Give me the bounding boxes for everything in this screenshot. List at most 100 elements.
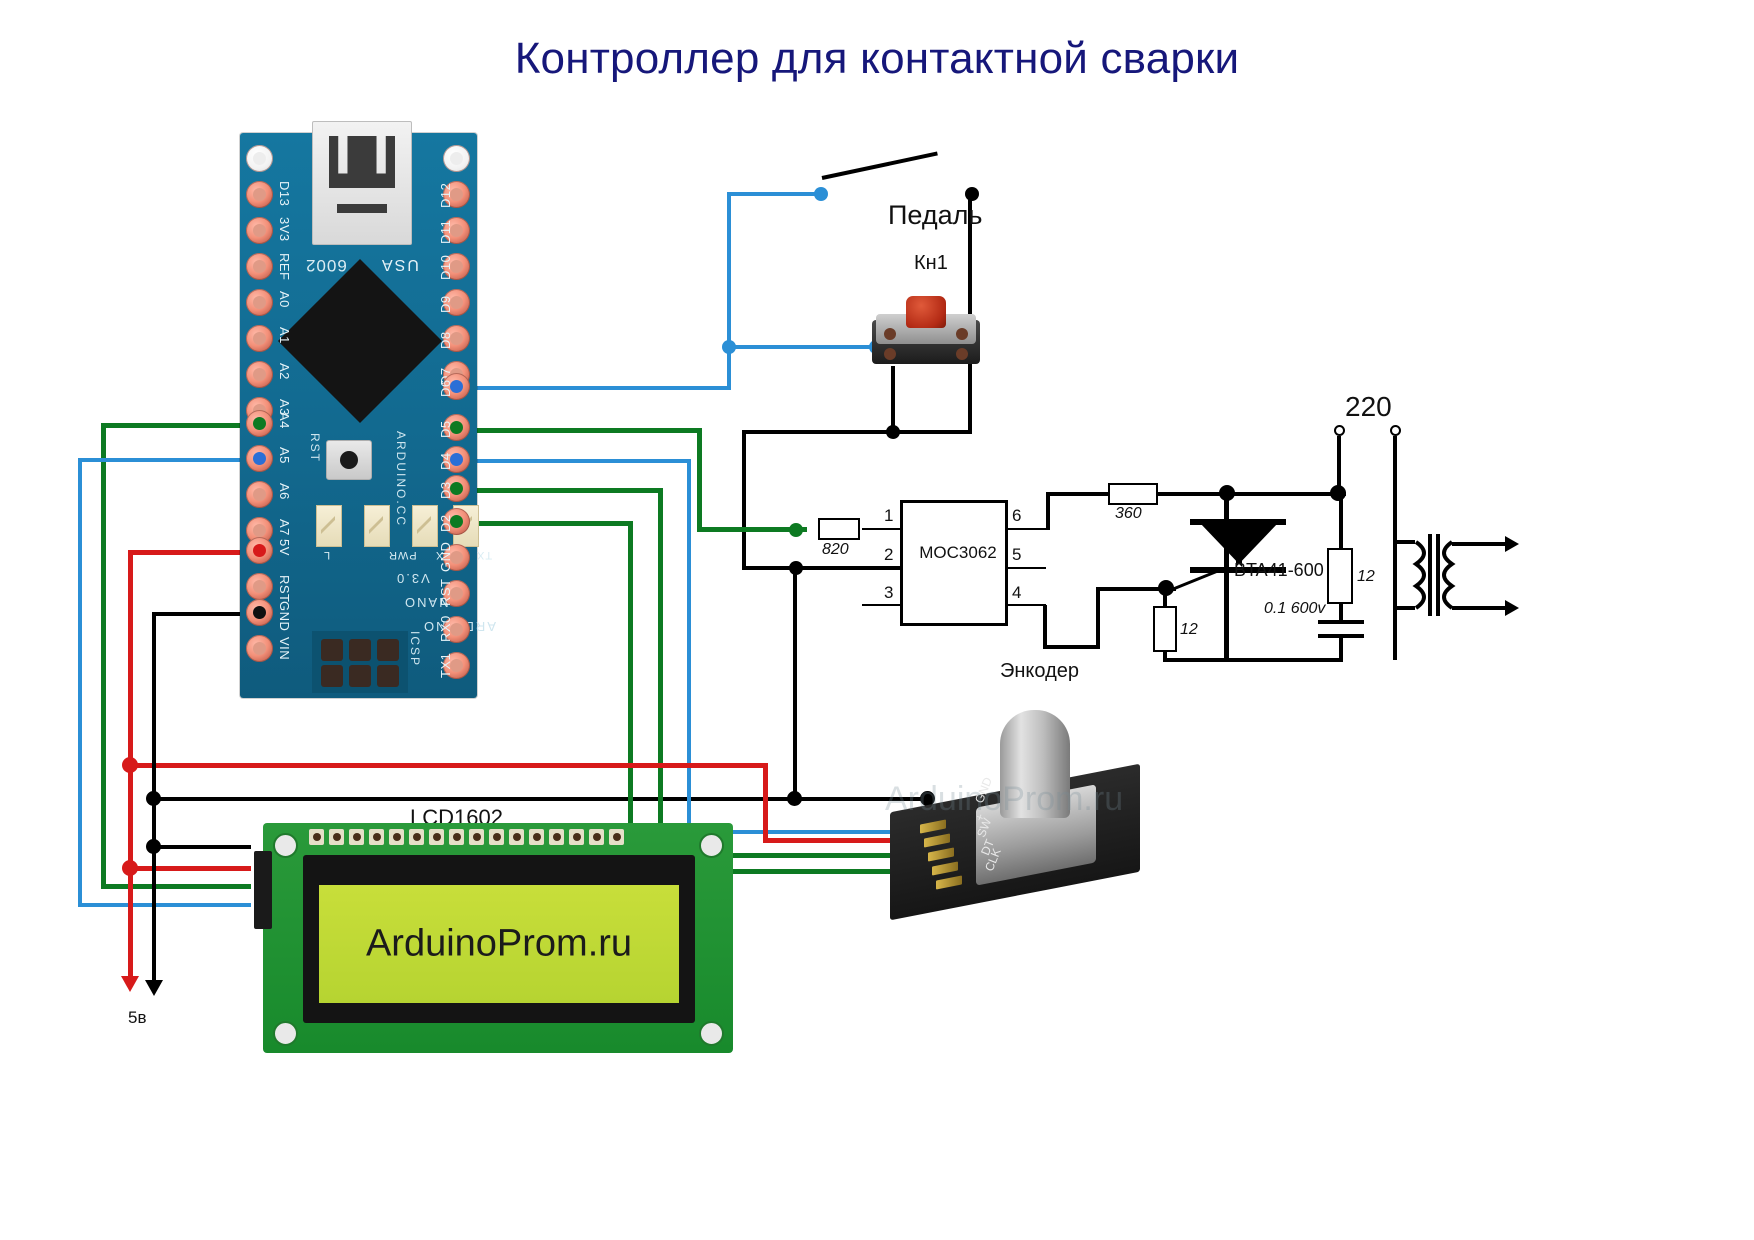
rotary-encoder-module[interactable]: GND + SW DT CLK [890,710,1190,921]
wire-red-5v-to-encoder-down [763,763,768,843]
pinlabel-vin: VIN [277,637,292,661]
pad-ref[interactable] [246,253,273,280]
label-pedal: Педаль [888,200,983,230]
moc-pin3-lead [862,604,902,606]
wire-pin6-to-r360 [1046,492,1110,496]
pinlabel-gnd-right: GND [438,541,453,572]
resistor-12-snubber [1153,606,1177,652]
moc-pin6-lead [1006,528,1046,530]
watermark-text: ArduinoProm.ru [885,780,1124,818]
led-rx [412,505,438,547]
moc-pinnum-5: 5 [1012,545,1022,564]
pad-d5[interactable] [443,414,470,441]
pinlabel-d2: D2 [438,514,453,532]
pad-d6[interactable] [443,373,470,400]
wire-transformer-primary-top [1393,540,1415,544]
pad-a1[interactable] [246,325,273,352]
mains-terminal-left [1334,425,1345,436]
pad-gnd-right[interactable] [443,544,470,571]
pad-d10[interactable] [443,253,470,280]
pad-tx1[interactable] [443,652,470,679]
wire-snubber-to-bottom [1163,650,1167,662]
wire-black-gnd-to-lcd [152,845,251,849]
silk-arduino-cc: ARDUINO.CC [394,431,408,528]
wire-blue-d4-bottom [687,830,903,834]
pad-a5[interactable] [246,445,273,472]
pad-d2[interactable] [443,508,470,535]
pinlabel-a4: A4 [277,412,292,429]
pad-d4[interactable] [443,446,470,473]
pinlabel-5v: 5V [277,539,292,556]
pad-3v3[interactable] [246,217,273,244]
wire-green-d5-down [697,428,702,530]
button-red-cap[interactable] [906,296,946,328]
arduino-nano-board[interactable]: USA 6002 L PWR RX TX V3.0 NANO ARDUINO A… [240,121,496,698]
node-blue-pedal [814,187,828,201]
pinlabel-d6: D6 [438,379,453,397]
pad-a6[interactable] [246,481,273,508]
wire-green-d2-bottom [628,869,906,874]
pinlabel-d8: D8 [438,331,453,349]
pad-d13[interactable] [246,181,273,208]
wire-green-d5 [455,428,701,433]
wire-red-5v-to-encoder [128,763,768,768]
wire-blue-d6-vertical [727,192,731,390]
wire-transformer-primary-bottom [1393,606,1415,610]
silk-icsp: ICSP [408,631,422,668]
pad-left-top[interactable] [246,145,273,172]
moc-pinnum-6: 6 [1012,506,1022,525]
lcd1602-display[interactable]: ArduinoProm.ru [254,823,733,1053]
tactile-push-button[interactable] [872,296,980,368]
node-button-bottom [886,425,900,439]
pad-rst-right[interactable] [443,580,470,607]
moc-pin2-lead [862,567,902,569]
silk-rst: RST [308,433,322,463]
pinlabel-a1: A1 [277,327,292,344]
pad-a0[interactable] [246,289,273,316]
label-kn1: Кн1 [914,252,948,274]
pad-d9[interactable] [443,289,470,316]
moc-pin4-lead [1006,604,1046,606]
wire-black-gnd-left [152,612,260,616]
pinlabel-a0: A0 [277,291,292,308]
pad-gnd-left[interactable] [246,599,273,626]
led-l [316,505,342,547]
optocoupler-moc3062: MOC3062 [900,500,1008,626]
led-label-tx: TX [476,549,493,561]
pinlabel-d13: D13 [277,181,292,207]
pad-a4[interactable] [246,410,273,437]
wire-r360-to-triac [1156,492,1346,496]
resistor-360-label: 360 [1115,505,1142,522]
lcd-pin-header[interactable] [309,829,689,847]
icsp-header[interactable] [312,631,408,693]
encoder-knob[interactable] [1000,710,1070,818]
arrow-gnd-black [145,980,163,996]
wire-green-d3 [455,488,662,493]
wire-gnd-down-long [793,566,797,800]
pad-a2[interactable] [246,361,273,388]
pad-d8[interactable] [443,325,470,352]
pad-5v[interactable] [246,537,273,564]
lcd-mount-hole-tr [699,833,724,858]
pinlabel-d12: D12 [438,182,453,208]
pad-right-top[interactable] [443,145,470,172]
pinlabel-d3: D3 [438,481,453,499]
pinlabel-tx1: TX1 [438,652,453,678]
pinlabel-d9: D9 [438,295,453,313]
pad-rst-left[interactable] [246,573,273,600]
pad-d11[interactable] [443,217,470,244]
pad-d12[interactable] [443,181,470,208]
triac-bta41-600 [1190,505,1286,585]
silk-code: 6002 [305,256,347,275]
moc-pin5-lead [1006,567,1046,569]
pad-d3[interactable] [443,475,470,502]
lcd-i2c-connector[interactable] [254,851,272,929]
reset-button[interactable] [326,440,372,480]
arrow-5v-red [121,976,139,992]
pad-rx0[interactable] [443,616,470,643]
pad-vin[interactable] [246,635,273,662]
wire-green-d3-down [658,488,663,858]
resistor-12-mains-label: 12 [1357,568,1375,585]
pinlabel-a6: A6 [277,483,292,500]
